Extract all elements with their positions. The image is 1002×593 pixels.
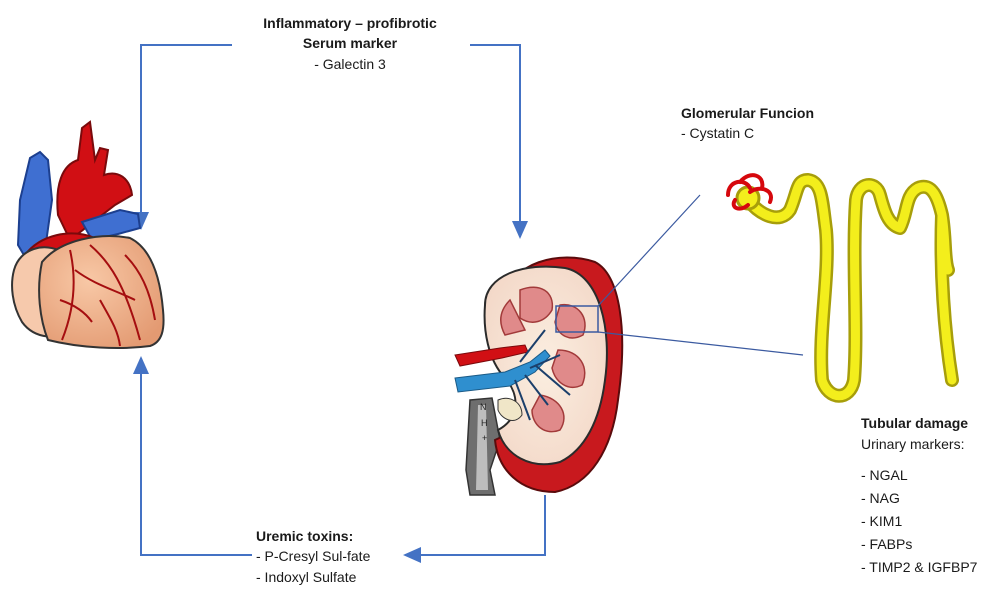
uremic-toxins-title: Uremic toxins: — [256, 527, 353, 545]
tubular-marker-item: - KIM1 — [861, 512, 902, 530]
uremic-toxin-item: - P-Cresyl Sul-fate — [256, 547, 370, 565]
uremic-toxin-item: - Indoxyl Sulfate — [256, 568, 356, 586]
kidney-label: H — [481, 418, 488, 428]
nephron-illustration — [728, 175, 952, 396]
tubular-damage-subtitle: Urinary markers: — [861, 435, 964, 453]
kidney-illustration — [455, 195, 803, 495]
kidney-label: + — [482, 433, 487, 443]
arrow-uremic-to-heart — [141, 358, 252, 555]
arrow-kidney-to-uremic — [405, 495, 545, 555]
tubular-marker-item: - TIMP2 & IGFBP7 — [861, 558, 977, 576]
serum-marker-title-line1: Inflammatory – profibrotic — [232, 14, 468, 32]
glomerular-function-item: - Cystatin C — [681, 124, 754, 142]
tubular-damage-title: Tubular damage — [861, 414, 968, 432]
serum-marker-item: - Galectin 3 — [232, 55, 468, 73]
tubular-marker-item: - FABPs — [861, 535, 912, 553]
tubular-marker-item: - NGAL — [861, 466, 908, 484]
glomerular-function-title: Glomerular Funcion — [681, 104, 814, 122]
arrow-serum-to-kidney — [470, 45, 520, 237]
tubular-marker-item: - NAG — [861, 489, 900, 507]
arrow-serum-to-heart — [141, 45, 232, 228]
kidney-label: N — [480, 402, 487, 412]
serum-marker-title-line2: Serum marker — [232, 34, 468, 52]
